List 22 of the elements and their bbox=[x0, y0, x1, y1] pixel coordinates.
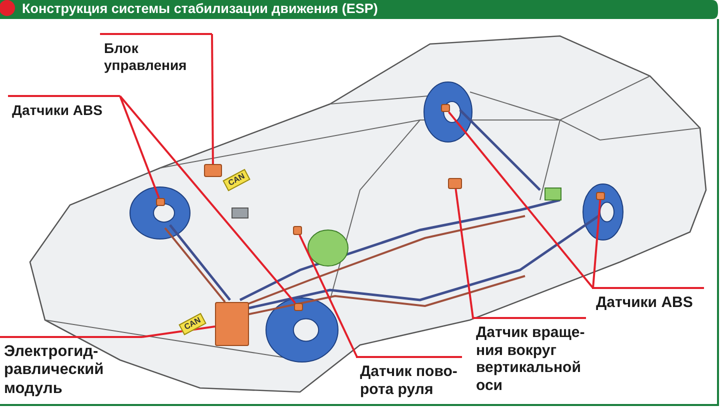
wheel-sensor-part bbox=[441, 104, 450, 112]
callout-label-text: Датчики ABS bbox=[12, 102, 104, 119]
wheel-sensor-part bbox=[156, 198, 165, 206]
leader-line bbox=[119, 96, 160, 198]
callout-label-text: Электрогид-равлический модуль bbox=[4, 343, 105, 398]
callout-label-text: Блок управления bbox=[104, 40, 188, 74]
yaw-sensor-part bbox=[448, 178, 462, 189]
hydraulic-module-part bbox=[215, 302, 249, 346]
callout-label-text: Датчики ABS bbox=[596, 294, 694, 312]
leader-line bbox=[298, 234, 358, 358]
callout-label-text: Датчик пово-рота руля bbox=[360, 363, 458, 398]
wheel-sensor-part bbox=[596, 192, 605, 200]
leader-line bbox=[211, 34, 214, 164]
callout-label-text: Датчик враще-ния вокруг вертикальной оси bbox=[476, 324, 586, 395]
control-unit-part bbox=[204, 164, 222, 177]
leader-line bbox=[592, 200, 602, 288]
diagram-title: Конструкция системы стабилизации движения (ESP) bbox=[22, 1, 378, 16]
wheel-sensor-part bbox=[294, 303, 303, 311]
leader-line bbox=[448, 111, 594, 289]
leader-line bbox=[454, 188, 474, 318]
leader-line bbox=[119, 95, 296, 304]
steering-sensor-part bbox=[293, 226, 302, 235]
